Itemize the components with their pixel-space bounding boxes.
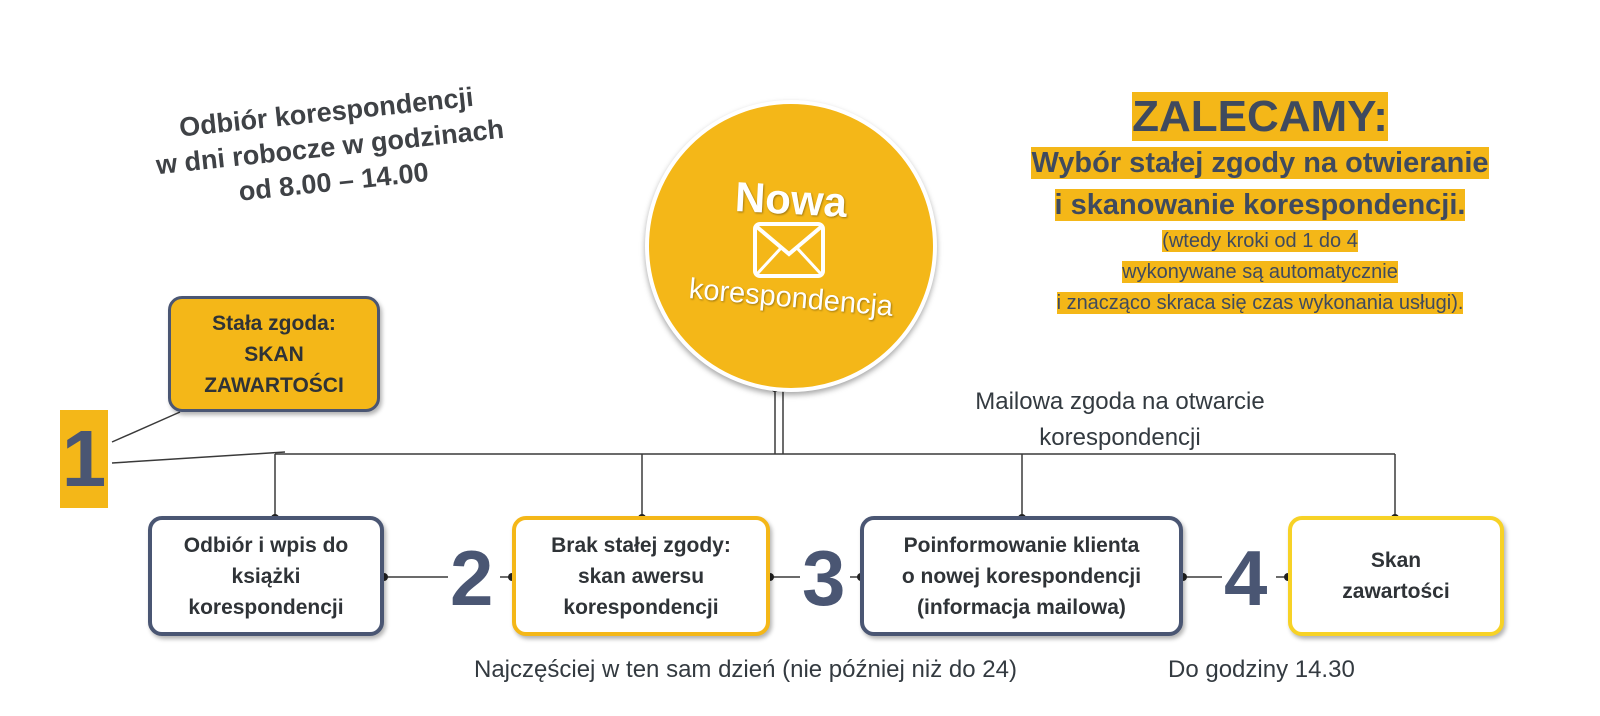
circle-subtitle: korespondencja: [687, 273, 895, 323]
step-line: Poinformowanie klienta: [903, 533, 1140, 557]
step-2-box: Brak stałej zgody: skan awersu korespond…: [512, 516, 770, 636]
step-line: skan awersu: [577, 564, 705, 588]
recommendation-title: ZALECAMY:: [1132, 92, 1388, 141]
step-line: Brak stałej zgody:: [551, 533, 731, 557]
step-3-box: Poinformowanie klienta o nowej korespond…: [860, 516, 1183, 636]
new-correspondence-circle: Nowa korespondencja: [645, 100, 937, 392]
consent-line: Stała zgoda:: [212, 311, 336, 335]
step-2-number: 2: [450, 534, 494, 622]
step-line: zawartości: [1342, 580, 1450, 603]
timing-note-step-4: Do godziny 14.30: [1168, 656, 1355, 683]
step-line: korespondencji: [563, 595, 719, 619]
recommendation-detail: i znacząco skraca się czas wykonania usł…: [1056, 292, 1464, 314]
envelope-icon: [753, 222, 825, 278]
step-line: korespondencji: [188, 595, 344, 619]
step-line: o nowej korespondencji: [901, 564, 1142, 588]
recommendation-line: Wybór stałej zgody na otwieranie: [1031, 147, 1489, 179]
timing-note-steps-2-3: Najczęściej w ten sam dzień (nie później…: [474, 656, 1017, 683]
step-line: Skan: [1370, 549, 1422, 572]
mail-consent-line: Mailowa zgoda na otwarcie: [975, 388, 1265, 415]
permanent-consent-box: Stała zgoda: SKAN ZAWARTOŚCI: [168, 296, 380, 412]
recommendation-line: i skanowanie korespondencji.: [1054, 189, 1466, 221]
step-3-number: 3: [802, 534, 846, 622]
step-1-number: 1: [60, 410, 108, 508]
mail-consent-note: Mailowa zgoda na otwarcie korespondencji: [935, 384, 1305, 456]
recommendation-detail: (wtedy kroki od 1 do 4: [1162, 230, 1358, 252]
recommendation-detail: wykonywane są automatycznie: [1122, 261, 1398, 283]
step-4-box: Skan zawartości: [1288, 516, 1504, 636]
step-1-box: Odbiór i wpis do książki korespondencji: [148, 516, 384, 636]
consent-line: ZAWARTOŚCI: [204, 373, 344, 397]
step-line: Odbiór i wpis do: [183, 533, 349, 557]
step-line: (informacja mailowa): [917, 595, 1126, 619]
step-line: książki: [231, 564, 301, 588]
recommendation-panel: ZALECAMY: Wybór stałej zgody na otwieran…: [990, 92, 1530, 319]
step-4-number: 4: [1224, 534, 1268, 622]
consent-line: SKAN: [244, 342, 304, 366]
mail-consent-line: korespondencji: [1039, 424, 1201, 451]
